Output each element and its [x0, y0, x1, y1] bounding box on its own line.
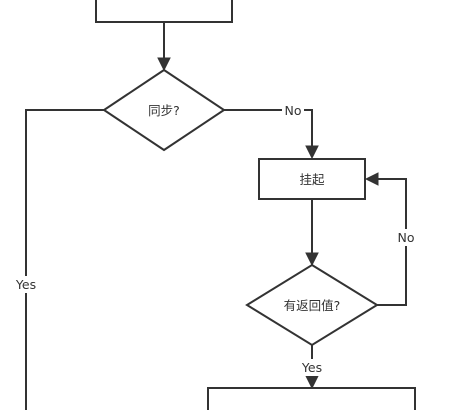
edge-return-yes-label-bg	[299, 359, 325, 376]
edge-sync-yes	[25, 109, 104, 412]
edge-sync-no	[224, 109, 319, 160]
edge-sync-yes-label-bg	[13, 276, 39, 293]
sync-decision-diamond	[102, 68, 226, 152]
edge-return-yes-label: Yes	[301, 360, 322, 375]
has-return-decision-label: 有返回值?	[284, 298, 341, 313]
sync-decision-label: 同步?	[148, 103, 180, 118]
top-process-box	[95, 0, 233, 23]
bottom-process-box	[207, 387, 416, 415]
edge-sync-no-label-bg	[282, 102, 304, 118]
edge-suspend-to-return	[305, 199, 319, 267]
edge-top-to-sync	[157, 22, 171, 72]
suspend-label: 挂起	[299, 172, 325, 187]
edge-sync-no-label: No	[285, 103, 302, 118]
edge-return-no-label: No	[398, 230, 415, 245]
edge-sync-yes-label: Yes	[15, 277, 36, 292]
edge-return-no-label-bg	[395, 229, 417, 246]
